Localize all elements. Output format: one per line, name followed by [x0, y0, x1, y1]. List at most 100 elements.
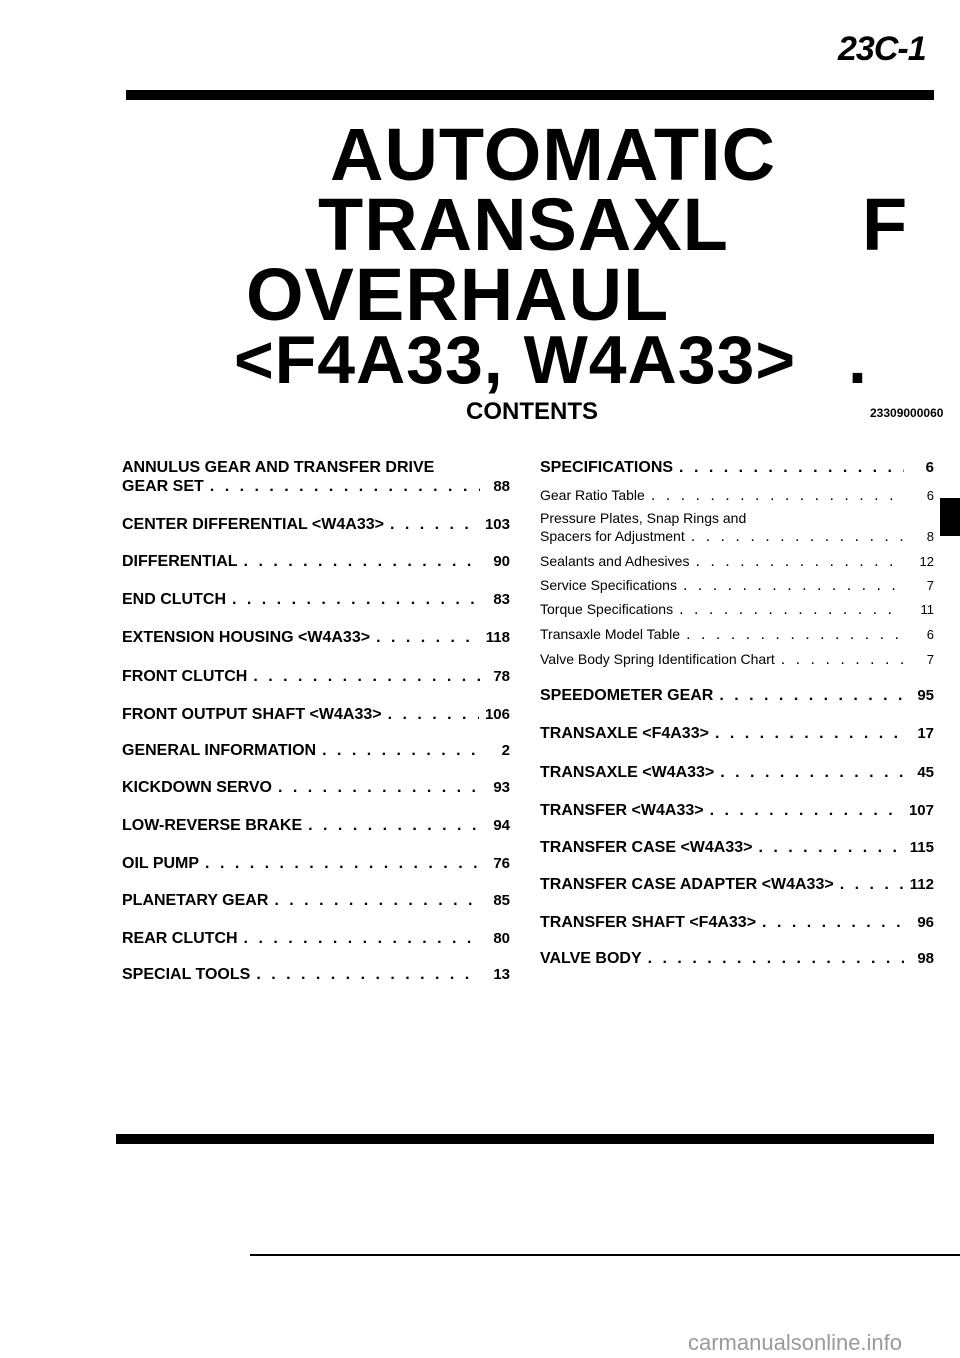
left-toc-entry: REAR CLUTCH 80	[122, 930, 510, 948]
toc-dot-leader	[322, 742, 480, 760]
right-toc-entry: SPECIFICATIONS 6	[540, 459, 934, 477]
title-line-3: OVERHAUL	[246, 253, 670, 336]
right-toc-entry: TRANSFER CASE <W4A33>115	[540, 839, 934, 857]
toc-entry-page: 115	[909, 839, 934, 856]
title-line-1: AUTOMATIC	[330, 113, 777, 196]
left-toc-entry: FRONT CLUTCH78	[122, 668, 510, 686]
title-line-2: TRANSAXL	[318, 183, 729, 266]
toc-entry-page: 103	[484, 516, 510, 533]
left-toc-entry: LOW-REVERSE BRAKE94	[122, 817, 510, 835]
footer-rule	[250, 1254, 960, 1256]
right-toc-entry: Sealants and Adhesives 12	[540, 553, 934, 571]
toc-dot-leader	[390, 516, 479, 534]
toc-entry-label: TRANSFER CASE ADAPTER <W4A33>	[540, 876, 834, 893]
toc-entry-label: TRANSAXLE <F4A33>	[540, 725, 709, 742]
toc-entry-label: Transaxle Model Table	[540, 626, 681, 642]
toc-entry-page: 118	[485, 629, 510, 646]
toc-entry-label: Pressure Plates, Snap Rings and	[540, 510, 747, 526]
toc-entry-page: 98	[917, 950, 934, 967]
toc-entry-label: Sealants and Adhesives	[540, 553, 690, 569]
left-toc-entry: GENERAL INFORMATION2	[122, 742, 510, 760]
toc-entry-page: 95	[917, 687, 934, 704]
toc-entry-page: 6	[926, 627, 934, 642]
left-toc-entry: EXTENSION HOUSING <W4A33> 118	[122, 629, 510, 647]
toc-entry-label: SPEEDOMETER GEAR	[540, 687, 714, 704]
toc-entry-label: FRONT CLUTCH	[122, 668, 248, 685]
toc-entry-label: EXTENSION HOUSING <W4A33>	[122, 629, 371, 646]
right-toc-entry: SPEEDOMETER GEAR 95	[540, 687, 934, 705]
toc-entry-label: END CLUTCH	[122, 591, 226, 608]
toc-entry-label: Valve Body Spring Identification Chart	[540, 651, 775, 667]
toc-entry-label: PLANETARY GEAR	[122, 892, 269, 909]
left-toc-entry: ANNULUS GEAR AND TRANSFER DRIVE	[122, 459, 510, 477]
toc-entry-label: Gear Ratio Table	[540, 487, 645, 503]
toc-dot-leader	[210, 478, 480, 496]
document-code: 23309000060	[870, 406, 944, 420]
contents-heading: CONTENTS	[466, 398, 598, 425]
toc-entry-page: 12	[919, 554, 934, 569]
left-toc-entry: FRONT OUTPUT SHAFT <W4A33>106	[122, 706, 510, 724]
right-toc-entry: Spacers for Adjustment8	[540, 528, 934, 546]
toc-entry-page: 80	[493, 930, 510, 947]
left-toc-entry: KICKDOWN SERVO 93	[122, 779, 510, 797]
toc-dot-leader	[686, 626, 904, 644]
toc-entry-page: 83	[493, 591, 510, 608]
toc-dot-leader	[274, 892, 480, 910]
right-toc-entry: Gear Ratio Table 6	[540, 487, 934, 505]
page-number: 23C-1	[838, 30, 927, 68]
toc-dot-leader	[648, 950, 904, 968]
toc-entry-page: 13	[493, 966, 510, 983]
toc-entry-page: 6	[926, 488, 934, 503]
right-toc-entry: VALVE BODY 98	[540, 950, 934, 968]
toc-dot-leader	[205, 855, 480, 873]
toc-entry-label: CENTER DIFFERENTIAL <W4A33>	[122, 516, 384, 533]
title-line-4: <F4A33, W4A33>	[234, 322, 797, 398]
toc-entry-label: VALVE BODY	[540, 950, 642, 967]
right-toc-entry: TRANSFER SHAFT <F4A33>96	[540, 914, 934, 932]
toc-entry-page: 93	[493, 779, 510, 796]
toc-dot-leader	[710, 802, 903, 820]
right-toc-entry: TRANSAXLE <F4A33>17	[540, 725, 934, 743]
toc-entry-page: 112	[909, 876, 934, 893]
toc-entry-label: Torque Specifications	[540, 601, 674, 617]
toc-entry-label: SPECIAL TOOLS	[122, 966, 251, 983]
toc-entry-label: Spacers for Adjustment	[540, 528, 685, 544]
bottom-rule	[116, 1134, 934, 1144]
toc-dot-leader	[376, 629, 480, 647]
toc-dot-leader	[715, 725, 904, 743]
toc-entry-label: Service Specifications	[540, 577, 677, 593]
left-toc-entry: SPECIAL TOOLS 13	[122, 966, 510, 984]
toc-dot-leader	[232, 591, 480, 609]
toc-dot-leader	[762, 914, 904, 932]
toc-entry-label: FRONT OUTPUT SHAFT <W4A33>	[122, 706, 382, 723]
left-toc-entry: OIL PUMP76	[122, 855, 510, 873]
toc-dot-leader	[278, 779, 480, 797]
toc-entry-label: REAR CLUTCH	[122, 930, 238, 947]
toc-entry-label: KICKDOWN SERVO	[122, 779, 272, 796]
toc-dot-leader	[781, 651, 904, 669]
right-toc-entry: Torque Specifications11	[540, 601, 934, 619]
toc-dot-leader	[244, 930, 480, 948]
right-toc-entry: Transaxle Model Table 6	[540, 626, 934, 644]
toc-dot-leader	[244, 553, 480, 571]
toc-entry-label: DIFFERENTIAL	[122, 553, 238, 570]
toc-entry-page: 7	[926, 578, 934, 593]
toc-entry-page: 88	[493, 478, 510, 495]
toc-entry-label: SPECIFICATIONS	[540, 459, 674, 476]
toc-entry-page: 85	[493, 892, 510, 909]
right-toc-entry: TRANSAXLE <W4A33>45	[540, 764, 934, 782]
left-toc-entry: CENTER DIFFERENTIAL <W4A33> 103	[122, 516, 510, 534]
left-toc-entry: PLANETARY GEAR 85	[122, 892, 510, 910]
toc-entry-page: 107	[908, 802, 934, 819]
left-toc-entry: DIFFERENTIAL 90	[122, 553, 510, 571]
left-toc-entry: END CLUTCH 83	[122, 591, 510, 609]
top-rule	[126, 90, 934, 100]
toc-entry-page: 6	[925, 459, 934, 476]
toc-dot-leader	[256, 966, 480, 984]
toc-dot-leader	[308, 817, 480, 835]
title-line-2-suffix: F	[862, 183, 909, 266]
toc-entry-page: 90	[493, 553, 510, 570]
toc-dot-leader	[719, 687, 904, 705]
toc-dot-leader	[695, 553, 904, 571]
toc-dot-leader	[388, 706, 479, 724]
